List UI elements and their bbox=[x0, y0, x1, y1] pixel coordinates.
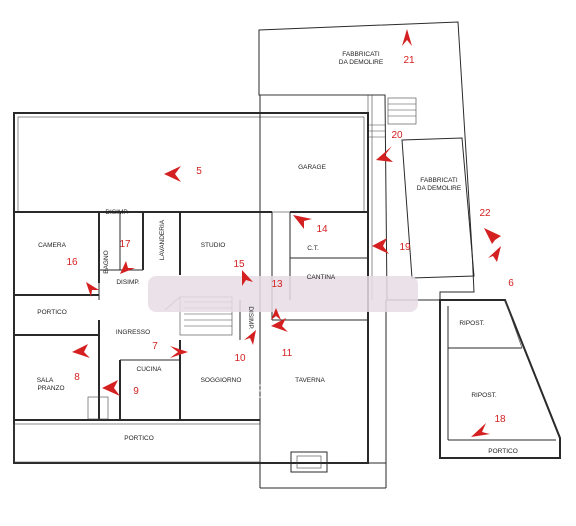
view-arrow-9 bbox=[102, 380, 120, 396]
label-cantina: CANTINA bbox=[307, 274, 336, 281]
watermark-text: casa.it bbox=[227, 374, 303, 404]
view-number-16: 16 bbox=[66, 257, 78, 268]
label-soggiorno: SOGGIORNO bbox=[201, 377, 242, 384]
label-bagno: BAGNO bbox=[103, 250, 110, 273]
view-arrow-17 bbox=[120, 261, 135, 274]
label-ct: C.T. bbox=[307, 245, 319, 252]
label-fabbricati-top-1: FABBRICATI bbox=[342, 51, 380, 58]
label-garage: GARAGE bbox=[298, 164, 326, 171]
view-number-20: 20 bbox=[391, 130, 403, 141]
view-arrow-10 bbox=[244, 330, 256, 345]
view-number-7: 7 bbox=[152, 341, 158, 352]
view-number-6: 6 bbox=[508, 278, 514, 289]
view-arrow-11 bbox=[271, 318, 288, 332]
storage-building-outline bbox=[439, 299, 561, 459]
view-number-8: 8 bbox=[74, 372, 80, 383]
demolish-building-right-outline bbox=[401, 137, 475, 279]
label-portico-west: PORTICO bbox=[37, 309, 67, 316]
view-number-5: 5 bbox=[196, 166, 202, 177]
view-arrow-14 bbox=[293, 215, 312, 229]
label-ingresso: INGRESSO bbox=[116, 329, 150, 336]
view-number-14: 14 bbox=[316, 224, 328, 235]
label-disimp-2: DISIMP. bbox=[247, 306, 254, 330]
label-portico-storage: PORTICO bbox=[488, 448, 518, 455]
view-arrow-20 bbox=[376, 146, 393, 162]
view-number-17: 17 bbox=[119, 239, 131, 250]
label-pranzo: PRANZO bbox=[37, 385, 64, 392]
fireplace bbox=[87, 396, 109, 420]
view-number-11: 11 bbox=[282, 348, 293, 359]
view-arrow-19 bbox=[372, 238, 389, 254]
view-arrow-6 bbox=[488, 246, 501, 262]
label-studio: STUDIO bbox=[201, 242, 226, 249]
view-number-9: 9 bbox=[133, 386, 139, 397]
label-camera: CAMERA bbox=[38, 242, 66, 249]
view-arrow-16 bbox=[86, 282, 99, 297]
label-lavanderia: LAVANDERIA bbox=[159, 219, 166, 260]
view-arrow-5 bbox=[164, 166, 181, 182]
view-number-21: 21 bbox=[403, 55, 415, 66]
chimney-block bbox=[290, 451, 328, 473]
view-arrow-13 bbox=[271, 308, 281, 320]
view-arrow-18 bbox=[471, 423, 490, 437]
view-arrow-8 bbox=[72, 344, 90, 358]
label-cucina: CUCINA bbox=[137, 366, 163, 373]
label-fabbricati-right-1: FABBRICATI bbox=[420, 177, 458, 184]
label-disimp-top: DISIMP. bbox=[105, 209, 129, 216]
label-ripost-1: RIPOST. bbox=[459, 320, 484, 327]
wall-line bbox=[504, 299, 523, 349]
view-number-19: 19 bbox=[399, 242, 411, 253]
view-arrow-21 bbox=[402, 29, 412, 46]
label-fabbricati-right-2: DA DEMOLIRE bbox=[417, 185, 462, 192]
view-number-15: 15 bbox=[233, 259, 245, 270]
stair-block bbox=[387, 97, 417, 125]
view-number-10: 10 bbox=[234, 353, 246, 364]
label-sala: SALA bbox=[37, 377, 54, 384]
view-number-18: 18 bbox=[494, 414, 506, 425]
privacy-blur bbox=[148, 276, 418, 312]
label-taverna: TAVERNA bbox=[295, 377, 325, 384]
view-arrow-7 bbox=[170, 346, 188, 358]
view-arrow-22 bbox=[484, 228, 501, 244]
label-portico-south: PORTICO bbox=[124, 435, 154, 442]
portico-south-area bbox=[13, 423, 261, 463]
chimney-inner bbox=[296, 455, 322, 469]
view-number-22: 22 bbox=[479, 208, 491, 219]
label-fabbricati-top-2: DA DEMOLIRE bbox=[339, 59, 384, 66]
view-number-13: 13 bbox=[271, 279, 283, 290]
view-arrow-15 bbox=[242, 270, 253, 286]
label-ripost-2: RIPOST. bbox=[471, 392, 496, 399]
label-disimp-1: DISIMP. bbox=[116, 279, 140, 286]
